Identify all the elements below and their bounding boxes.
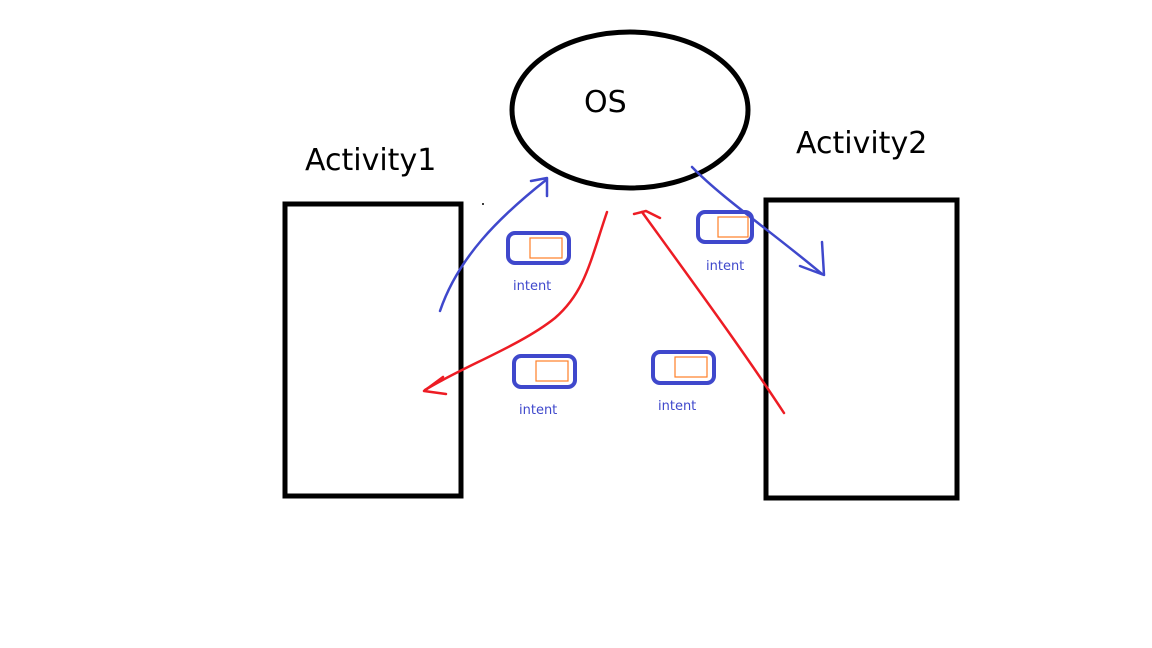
- stray-dot: [482, 203, 484, 205]
- arrow-activity2-to-os-head: [632, 209, 662, 220]
- arrow-os-to-activity1-head: [422, 375, 448, 396]
- activity2-box: [763, 197, 960, 501]
- intent-icon: [696, 210, 754, 244]
- arrow-os-to-activity1: [423, 210, 609, 392]
- intent-label: intent: [519, 403, 557, 418]
- arrow-os-to-activity2-head: [798, 240, 826, 277]
- intent-inner-rect: [535, 360, 569, 382]
- activity1-box: [282, 201, 464, 499]
- intent-inner-rect: [529, 237, 563, 259]
- activity1-label: Activity1: [305, 143, 436, 178]
- intent-label: intent: [706, 259, 744, 274]
- intent-item: intent: [512, 354, 577, 418]
- arrow-activity1-to-os: [438, 178, 548, 313]
- intent-item: intent: [651, 350, 716, 414]
- intent-item: intent: [506, 231, 571, 294]
- intent-icon: [651, 350, 716, 385]
- intent-icon: [506, 231, 571, 265]
- arrow-activity2-to-os: [640, 210, 786, 415]
- arrow-os-to-activity2: [690, 165, 824, 276]
- intent-label: intent: [513, 279, 551, 294]
- intent-item: intent: [696, 210, 754, 274]
- intent-inner-rect: [674, 356, 708, 378]
- intent-inner-rect: [717, 216, 749, 238]
- activity2-label: Activity2: [796, 126, 927, 161]
- intent-icon: [512, 354, 577, 389]
- intent-label: intent: [658, 399, 696, 414]
- os-node: [509, 29, 751, 191]
- os-label: OS: [584, 85, 627, 120]
- arrow-activity1-to-os-head: [529, 176, 549, 198]
